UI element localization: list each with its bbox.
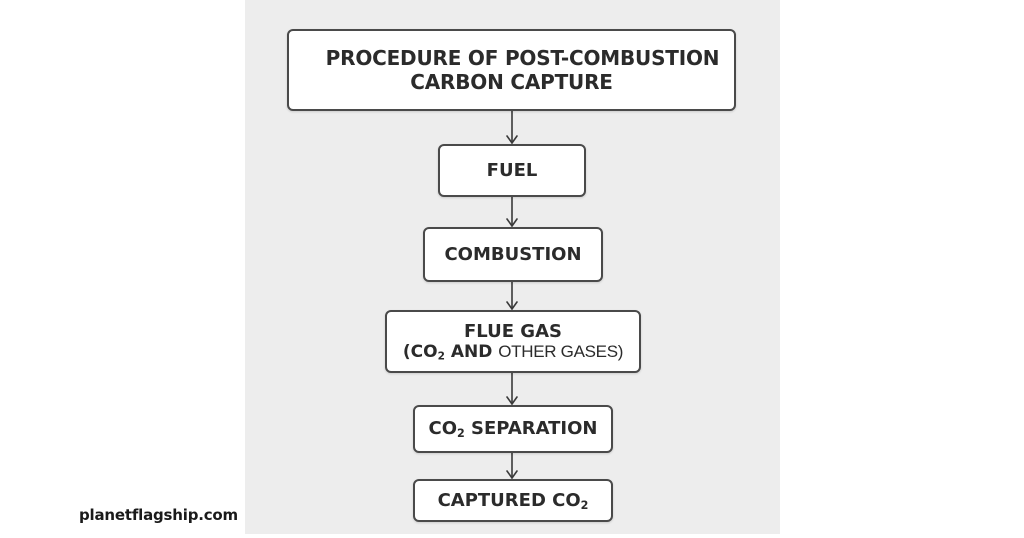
co-prefix: CO <box>428 418 457 440</box>
step-flue-gas: FLUE GAS (CO2 AND OTHER GASES) <box>385 310 641 373</box>
step-captured-co2-label: CAPTURED CO2 <box>438 490 589 512</box>
step-combustion: COMBUSTION <box>423 227 603 282</box>
step-co2-separation: CO2 SEPARATION <box>413 405 613 453</box>
subscript-2: 2 <box>457 426 465 440</box>
watermark-site-name: planetflagship.com <box>79 506 238 524</box>
step-fuel-label: FUEL <box>486 159 538 181</box>
separation-text: SEPARATION <box>464 418 598 440</box>
title-line-1: PROCEDURE OF POST-COMBUSTION <box>325 46 720 70</box>
step-captured-co2: CAPTURED CO2 <box>413 479 613 522</box>
captured-text: CAPTURED CO <box>437 489 581 511</box>
step-fuel: FUEL <box>438 144 586 197</box>
title-box: PROCEDURE OF POST-COMBUSTION CARBON CAPT… <box>287 29 736 111</box>
step-flue-gas-label: FLUE GAS <box>464 320 562 342</box>
subscript-2: 2 <box>437 350 445 363</box>
title-line-2: CARBON CAPTURE <box>410 70 613 94</box>
sublabel-prefix: (CO <box>402 342 438 363</box>
step-combustion-label: COMBUSTION <box>444 243 582 265</box>
step-co2-separation-label: CO2 SEPARATION <box>428 418 597 440</box>
sublabel-and: AND <box>444 342 499 363</box>
subscript-2: 2 <box>580 498 589 512</box>
step-flue-gas-sublabel: (CO2 AND OTHER GASES) <box>402 342 624 363</box>
sublabel-other-gases: OTHER GASES) <box>498 342 624 362</box>
